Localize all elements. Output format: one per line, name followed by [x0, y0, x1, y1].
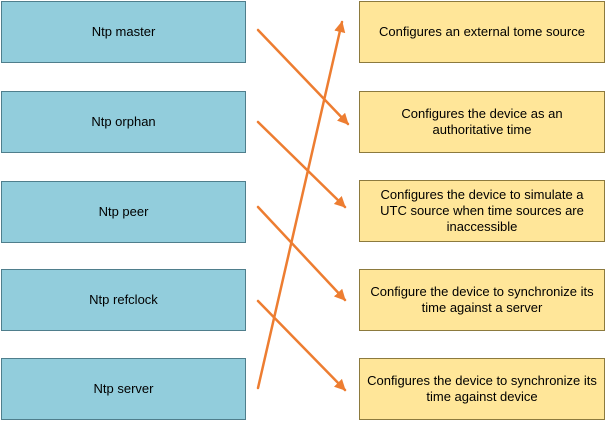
description-box-sync-server: Configure the device to synchronize its … — [359, 269, 605, 331]
description-label: Configures the device as an authoritativ… — [401, 106, 563, 137]
command-label: Ntp orphan — [91, 114, 156, 129]
command-label: Ntp master — [91, 24, 156, 39]
description-label: Configures the device to synchronize its… — [367, 373, 597, 404]
description-label: Configure the device to synchronize its … — [370, 284, 594, 315]
description-box-authoritative-time: Configures the device as an authoritativ… — [359, 91, 605, 153]
command-box-ntp-master: Ntp master — [1, 1, 246, 63]
command-box-ntp-server: Ntp server — [1, 358, 246, 420]
description-box-sync-device: Configures the device to synchronize its… — [359, 358, 605, 420]
connection-arrow-1 — [256, 28, 350, 126]
description-label: Configures the device to simulate a UTC … — [380, 187, 584, 234]
command-label: Ntp peer — [98, 204, 149, 219]
command-label: Ntp refclock — [89, 292, 158, 307]
connection-arrow-3 — [256, 205, 347, 302]
connection-arrow-2 — [256, 120, 347, 209]
description-label: Configures an external tome source — [379, 24, 585, 39]
command-box-ntp-peer: Ntp peer — [1, 181, 246, 243]
connection-arrow-4 — [256, 299, 347, 392]
command-box-ntp-refclock: Ntp refclock — [1, 269, 246, 331]
command-label: Ntp server — [93, 381, 154, 396]
description-box-simulate-utc: Configures the device to simulate a UTC … — [359, 180, 605, 242]
command-box-ntp-orphan: Ntp orphan — [1, 91, 246, 153]
description-box-external-source: Configures an external tome source — [359, 1, 605, 63]
connection-arrow-5 — [256, 20, 346, 390]
